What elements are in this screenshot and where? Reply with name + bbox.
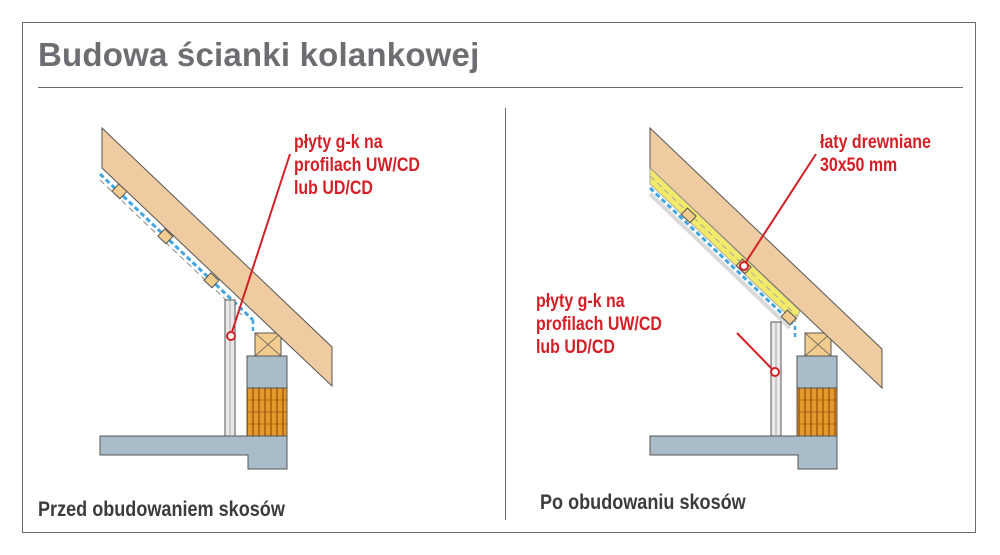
left-knee-wall [246, 355, 288, 437]
right-leader-line-plasterboard [736, 332, 780, 377]
label-line: profilach UW/CD [294, 155, 420, 176]
right-insulation [649, 167, 801, 323]
label-line: lub UD/CD [536, 337, 615, 358]
right-battens [680, 207, 797, 326]
panel-divider [505, 108, 506, 520]
left-plasterboard-wall [224, 299, 236, 437]
label-line: płyty g-k na [536, 291, 625, 312]
left-rafter [101, 126, 333, 388]
right-rafter [649, 126, 883, 390]
left-vapor-barrier [98, 172, 255, 334]
label-line: lub UD/CD [294, 178, 373, 199]
label-line: 30x50 mm [820, 155, 898, 176]
left-wall-plate [254, 332, 282, 357]
right-leader-line-battens [739, 153, 817, 271]
right-vapor-barrier [648, 186, 797, 340]
right-plasterboard-wall [770, 321, 782, 437]
right-battens-label: łaty drewniane 30x50 mm [820, 131, 931, 177]
right-panel-drawing [648, 126, 883, 470]
label-line: łaty drewniane [820, 132, 931, 153]
diagram-frame [22, 22, 976, 533]
left-panel-drawing [98, 126, 333, 470]
page-title: Budowa ścianki kolankowej [38, 36, 480, 73]
right-wall-plate [804, 332, 832, 357]
right-panel-caption: Po obudowaniu skosów [540, 491, 746, 514]
label-line: płyty g-k na [294, 132, 383, 153]
left-leader-line [226, 153, 291, 341]
left-profiles [111, 183, 220, 289]
label-line: profilach UW/CD [536, 314, 662, 335]
left-floor-slab [99, 435, 288, 470]
title-underline [38, 87, 963, 88]
right-plasterboard-label: płyty g-k na profilach UW/CD lub UD/CD [536, 290, 662, 359]
right-knee-wall [796, 355, 838, 437]
right-floor-slab [649, 435, 838, 470]
left-plasterboard-label: płyty g-k na profilach UW/CD lub UD/CD [294, 131, 420, 200]
left-panel-caption: Przed obudowaniem skosów [38, 498, 285, 521]
